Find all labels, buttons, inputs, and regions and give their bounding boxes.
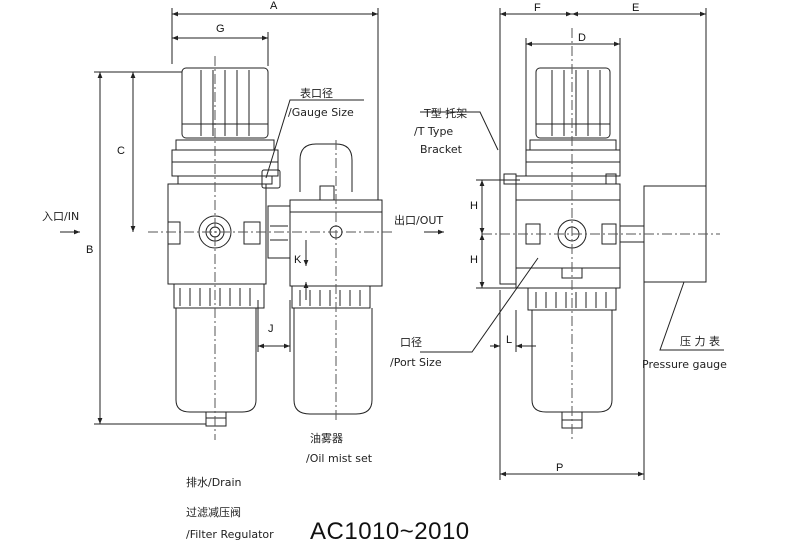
dim-b: B <box>86 244 94 256</box>
dim-f: F <box>534 2 541 14</box>
t-bracket-en-label: /T Type <box>414 125 454 138</box>
dim-d: D <box>578 32 586 44</box>
filter-regulator-cn-label: 过滤减压阀 <box>186 506 241 519</box>
filter-regulator-front-view <box>167 67 281 427</box>
dim-a: A <box>270 0 278 12</box>
dim-l: L <box>506 334 513 346</box>
left-dimensions <box>60 8 444 425</box>
t-bracket-cn-label: T型 托架 <box>424 107 468 120</box>
right-dimensions <box>420 8 724 480</box>
dim-e: E <box>632 2 640 14</box>
oil-mist-en-label: /Oil mist set <box>306 452 373 465</box>
outlet-label: 出口/OUT <box>394 214 444 227</box>
pressure-gauge-en-label: Pressure gauge <box>642 358 727 371</box>
drain-label: 排水/Drain <box>186 476 242 489</box>
filter-regulator-en-label: /Filter Regulator <box>186 528 274 541</box>
dim-k: K <box>294 254 302 266</box>
pressure-gauge-cn-label: 压 力 表 <box>680 335 720 348</box>
regulator-side-view <box>499 67 707 429</box>
gauge-size-cn-label: 表口径 <box>300 87 333 100</box>
port-size-en-label: /Port Size <box>390 356 442 369</box>
dim-h-upper: H <box>470 200 478 212</box>
gauge-size-en-label: /Gauge Size <box>288 106 354 119</box>
dim-j: J <box>268 323 274 335</box>
dim-g: G <box>216 23 225 35</box>
dim-c: C <box>117 145 125 157</box>
model-number-title: AC1010~2010 <box>310 518 470 545</box>
t-bracket-en2-label: Bracket <box>420 143 462 156</box>
inlet-label: 入口/IN <box>42 210 80 223</box>
dim-h-lower: H <box>470 254 478 266</box>
dim-p: P <box>556 462 564 474</box>
port-size-cn-label: 口径 <box>400 336 422 349</box>
oil-mist-cn-label: 油雾器 <box>310 432 343 445</box>
